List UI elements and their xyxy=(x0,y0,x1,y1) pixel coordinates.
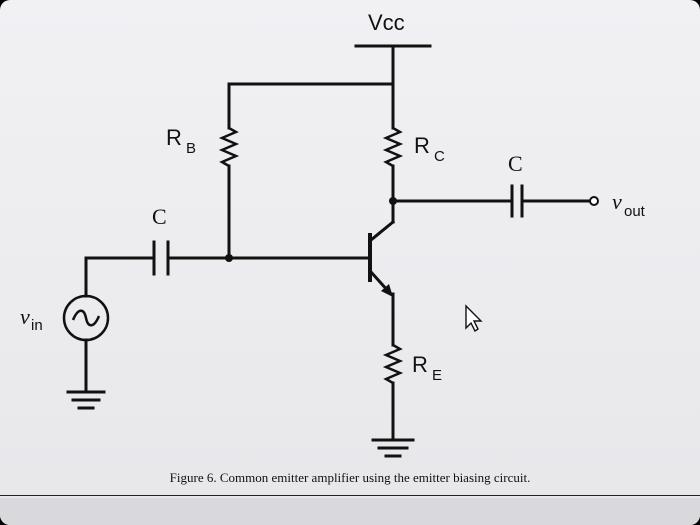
vin-label-sub: in xyxy=(31,317,43,334)
rb-label-sub: B xyxy=(186,140,196,157)
sine-wave-icon xyxy=(71,309,101,327)
re-label-main: R xyxy=(412,352,428,377)
vout-label-main: v xyxy=(612,189,622,214)
emitter-arrow xyxy=(381,284,393,297)
bottom-band xyxy=(0,498,700,525)
ground-symbol-emitter xyxy=(371,438,415,458)
re-resistor xyxy=(382,343,404,385)
rc-resistor xyxy=(382,126,404,168)
vcc-label: Vcc xyxy=(368,10,405,35)
ground-symbol-source xyxy=(66,390,106,410)
rc-label-sub: C xyxy=(434,148,445,165)
output-terminal xyxy=(589,196,599,206)
rb-resistor xyxy=(218,126,240,168)
vin-label-main: v xyxy=(20,304,30,329)
cin-label: C xyxy=(152,204,167,229)
rc-label-main: R xyxy=(414,133,430,158)
base-junction xyxy=(225,254,233,262)
re-label-sub: E xyxy=(432,367,442,384)
vout-label-sub: out xyxy=(624,203,646,220)
rb-label-main: R xyxy=(166,125,182,150)
cout-label: C xyxy=(508,151,523,176)
collector-lead xyxy=(368,219,396,243)
figure-caption: Figure 6. Common emitter amplifier using… xyxy=(169,470,531,485)
caption-divider xyxy=(0,495,700,496)
mouse-cursor-icon xyxy=(465,304,483,333)
